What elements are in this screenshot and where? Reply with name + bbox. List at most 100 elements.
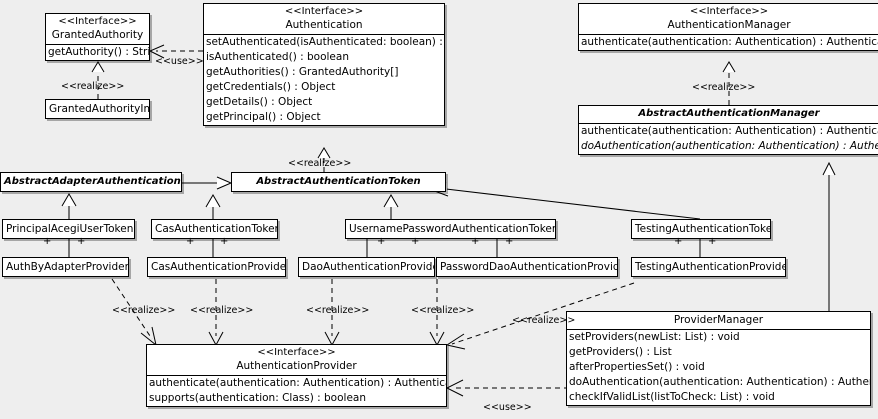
class-authentication[interactable]: <<Interface>> Authentication setAuthenti…: [203, 3, 445, 126]
class-testing-authentication-token[interactable]: TestingAuthenticationToken: [631, 219, 771, 239]
operation: doAuthentication(authentication: Authent…: [581, 140, 878, 152]
class-name: AuthenticationProvider: [236, 360, 357, 372]
operation: authenticate(authentication: Authenticat…: [149, 377, 447, 389]
operations-compartment: authenticate(authentication: Authenticat…: [579, 123, 878, 154]
operation: setProviders(newList: List) : void: [569, 331, 740, 343]
assoc-marker-plus: +: [186, 236, 195, 247]
class-name: CasAuthenticationProvider: [151, 261, 286, 273]
class-abstract-authentication-manager[interactable]: AbstractAuthenticationManager authentica…: [578, 105, 878, 155]
class-principal-acegi-user-token[interactable]: PrincipalAcegiUserToken: [2, 219, 135, 239]
class-header: CasAuthenticationToken: [152, 220, 277, 238]
operation: afterPropertiesSet() : void: [569, 361, 705, 373]
class-granted-authority[interactable]: <<Interface>> GrantedAuthority getAuthor…: [45, 13, 150, 61]
operations-compartment: authenticate(authentication: Authenticat…: [579, 34, 878, 50]
class-name: PasswordDaoAuthenticationProvider: [440, 261, 618, 273]
class-cas-authentication-token[interactable]: CasAuthenticationToken: [151, 219, 278, 239]
edge-label-realize-casauthenticationprovider: <<realize>>: [190, 305, 254, 316]
class-header: <<Interface>> GrantedAuthority: [46, 14, 149, 44]
class-name: AuthByAdapterProvider: [6, 261, 129, 273]
class-authentication-manager[interactable]: <<Interface>> AuthenticationManager auth…: [578, 3, 878, 51]
edge-label-realize-daoauthenticationprovider: <<realize>>: [306, 305, 370, 316]
edge-label-realize-testingauthenticationprovider: <<realize>>: [512, 315, 576, 326]
class-header: AbstractAuthenticationManager: [579, 106, 878, 123]
assoc-marker-plus: +: [471, 236, 480, 247]
class-header: DaoAuthenticationProvider: [299, 258, 434, 276]
class-name: ProviderManager: [673, 314, 764, 326]
class-header: <<Interface>> Authentication: [204, 4, 444, 34]
operations-compartment: setAuthenticated(isAuthenticated: boolea…: [204, 34, 444, 125]
class-name: AbstractAuthenticationToken: [256, 176, 421, 187]
class-name: GrantedAuthority: [51, 29, 144, 41]
class-granted-authority-impl[interactable]: GrantedAuthorityImpl: [45, 99, 150, 119]
operation: doAuthentication(authentication: Authent…: [569, 376, 870, 388]
class-header: PrincipalAcegiUserToken: [3, 220, 134, 238]
assoc-marker-plus: +: [674, 236, 683, 247]
class-auth-by-adapter-provider[interactable]: AuthByAdapterProvider: [2, 257, 129, 277]
class-username-password-authentication-token[interactable]: UsernamePasswordAuthenticationToken: [345, 219, 556, 239]
assoc-marker-plus: +: [708, 236, 717, 247]
operations-compartment: getAuthority() : String: [46, 44, 149, 60]
operation: getPrincipal() : Object: [206, 111, 321, 123]
class-header: <<Interface>> AuthenticationManager: [579, 4, 878, 34]
class-authentication-provider[interactable]: <<Interface>> AuthenticationProvider aut…: [146, 344, 447, 407]
class-name: Authentication: [285, 19, 363, 31]
class-header: GrantedAuthorityImpl: [46, 100, 149, 118]
operation: supports(authentication: Class) : boolea…: [149, 392, 366, 404]
class-password-dao-authentication-provider[interactable]: PasswordDaoAuthenticationProvider: [436, 257, 618, 277]
operation: authenticate(authentication: Authenticat…: [581, 36, 878, 48]
class-header: TestingAuthenticationToken: [632, 220, 770, 238]
operations-compartment: authenticate(authentication: Authenticat…: [147, 375, 446, 406]
class-name: UsernamePasswordAuthenticationToken: [349, 223, 556, 235]
edge-label-use-providermanager-authenticationprovider: <<use>>: [483, 402, 532, 413]
assoc-marker-plus: +: [77, 236, 86, 247]
class-provider-manager[interactable]: ProviderManager setProviders(newList: Li…: [566, 311, 871, 406]
stereotype-label: <<Interface>>: [257, 347, 336, 358]
class-abstract-authentication-token[interactable]: AbstractAuthenticationToken: [231, 172, 446, 192]
class-name: DaoAuthenticationProvider: [302, 261, 435, 273]
operation: getProviders() : List: [569, 346, 672, 358]
assoc-marker-plus: +: [505, 236, 514, 247]
edge-label-realize-passworddaoauthenticationprovider: <<realize>>: [411, 305, 475, 316]
class-header: TestingAuthenticationProvider: [632, 258, 785, 276]
class-header: AbstractAdapterAuthenticationToken: [1, 173, 181, 191]
operation: getAuthorities() : GrantedAuthority[]: [206, 66, 399, 78]
class-dao-authentication-provider[interactable]: DaoAuthenticationProvider: [298, 257, 435, 277]
edge-label-realize-abstractauthenticationmanager: <<realize>>: [692, 82, 756, 93]
class-header: <<Interface>> AuthenticationProvider: [147, 345, 446, 375]
class-name: CasAuthenticationToken: [155, 223, 278, 235]
operation: getAuthority() : String: [48, 46, 150, 58]
edge-generalization-testingauthenticationtoken: [445, 188, 701, 220]
edge-label-realize-grantedauthorityimpl: <<realize>>: [61, 81, 125, 92]
operation: getCredentials() : Object: [206, 81, 336, 93]
class-header: UsernamePasswordAuthenticationToken: [346, 220, 555, 238]
stereotype-label: <<Interface>>: [284, 6, 364, 17]
class-testing-authentication-provider[interactable]: TestingAuthenticationProvider: [631, 257, 786, 277]
assoc-marker-plus: +: [377, 236, 386, 247]
class-name: TestingAuthenticationProvider: [635, 261, 786, 273]
assoc-marker-plus: +: [220, 236, 229, 247]
operation: getDetails() : Object: [206, 96, 313, 108]
class-cas-authentication-provider[interactable]: CasAuthenticationProvider: [147, 257, 286, 277]
class-name: GrantedAuthorityImpl: [49, 103, 149, 115]
stereotype-label: <<Interface>>: [58, 16, 137, 27]
class-name: TestingAuthenticationToken: [635, 223, 771, 235]
class-name: AbstractAdapterAuthenticationToken: [4, 176, 181, 187]
assoc-marker-plus: +: [411, 236, 420, 247]
edge-label-realize-authbyadapterprovider: <<realize>>: [112, 305, 176, 316]
class-abstract-adapter-authentication-token[interactable]: AbstractAdapterAuthenticationToken: [0, 172, 182, 192]
class-header: CasAuthenticationProvider: [148, 258, 285, 276]
class-header: ProviderManager: [567, 312, 870, 329]
edge-label-use-authentication-grantedauthority: <<use>>: [155, 56, 204, 67]
class-header: AbstractAuthenticationToken: [232, 173, 445, 191]
operation: authenticate(authentication: Authenticat…: [581, 125, 878, 137]
operation: checkIfValidList(listToCheck: List) : vo…: [569, 391, 775, 403]
class-name: AuthenticationManager: [667, 19, 791, 31]
class-name: AbstractAuthenticationManager: [638, 108, 820, 119]
assoc-marker-plus: +: [43, 236, 52, 247]
class-header: AuthByAdapterProvider: [3, 258, 128, 276]
operation: isAuthenticated() : boolean: [206, 51, 349, 63]
operations-compartment: setProviders(newList: List) : void getPr…: [567, 329, 870, 405]
class-header: PasswordDaoAuthenticationProvider: [437, 258, 617, 276]
edge-label-realize-abstractauthenticationtoken: <<realize>>: [288, 158, 352, 169]
